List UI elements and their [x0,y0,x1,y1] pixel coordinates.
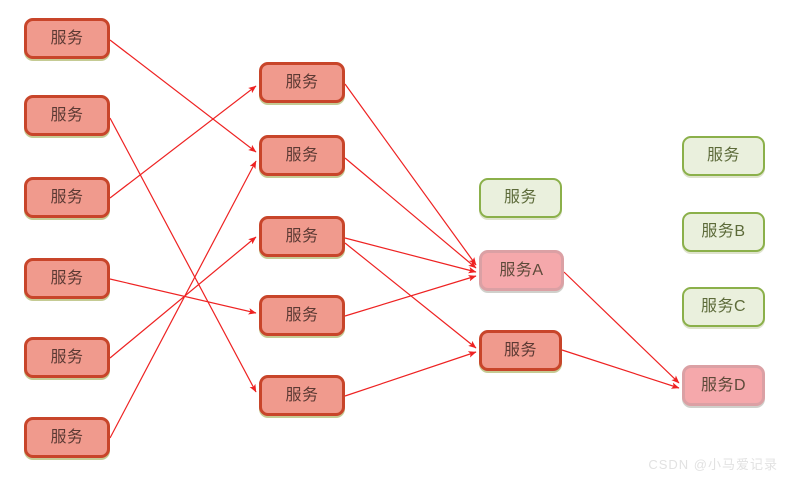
node-label: 服务 [503,341,537,359]
edge-c3-to-r4 [561,349,680,389]
edge-l5-to-m3 [109,236,257,359]
node-m2[interactable]: 服务 [259,135,345,176]
edge-m1-to-c2 [344,83,477,266]
node-m5[interactable]: 服务 [259,375,345,416]
edge-m3-to-c3 [344,242,477,349]
edge-l3-to-m1 [109,85,257,199]
node-r1[interactable]: 服务 [682,136,765,176]
node-label: 服务 [285,73,319,91]
node-l4[interactable]: 服务 [24,258,110,299]
node-r2[interactable]: 服务B [682,212,765,252]
node-c3[interactable]: 服务 [479,330,562,371]
node-label: 服务B [701,223,746,240]
edge-l6-to-m2 [109,160,257,439]
edge-m5-to-c3 [344,351,477,397]
node-label: 服务 [706,147,740,164]
node-label: 服务 [50,428,84,446]
node-label: 服务 [50,348,84,366]
node-label: 服务 [503,189,537,206]
edge-group [109,39,680,439]
edge-l4-to-m4 [109,278,257,315]
node-m1[interactable]: 服务 [259,62,345,103]
edge-l1-to-m2 [109,39,257,153]
node-label: 服务C [700,298,747,315]
edge-m4-to-c2 [344,275,477,317]
node-m4[interactable]: 服务 [259,295,345,336]
node-l2[interactable]: 服务 [24,95,110,136]
edge-l2-to-m5 [109,117,257,393]
node-r4[interactable]: 服务D [682,365,765,406]
node-l3[interactable]: 服务 [24,177,110,218]
node-label: 服务A [499,261,544,279]
edge-m3-to-c2 [344,237,477,274]
node-label: 服务 [285,306,319,324]
node-label: 服务D [700,376,747,394]
node-label: 服务 [285,386,319,404]
node-label: 服务 [50,269,84,287]
node-r3[interactable]: 服务C [682,287,765,327]
node-l1[interactable]: 服务 [24,18,110,59]
edge-m2-to-c2 [344,157,477,269]
edge-c2-to-r4 [563,271,680,384]
node-c2[interactable]: 服务A [479,250,564,291]
watermark: CSDN @小马爱记录 [648,457,778,472]
node-l6[interactable]: 服务 [24,417,110,458]
node-m3[interactable]: 服务 [259,216,345,257]
node-label: 服务 [285,227,319,245]
node-label: 服务 [285,146,319,164]
node-c1[interactable]: 服务 [479,178,562,218]
node-label: 服务 [50,106,84,124]
node-l5[interactable]: 服务 [24,337,110,378]
node-label: 服务 [50,188,84,206]
node-label: 服务 [50,29,84,47]
